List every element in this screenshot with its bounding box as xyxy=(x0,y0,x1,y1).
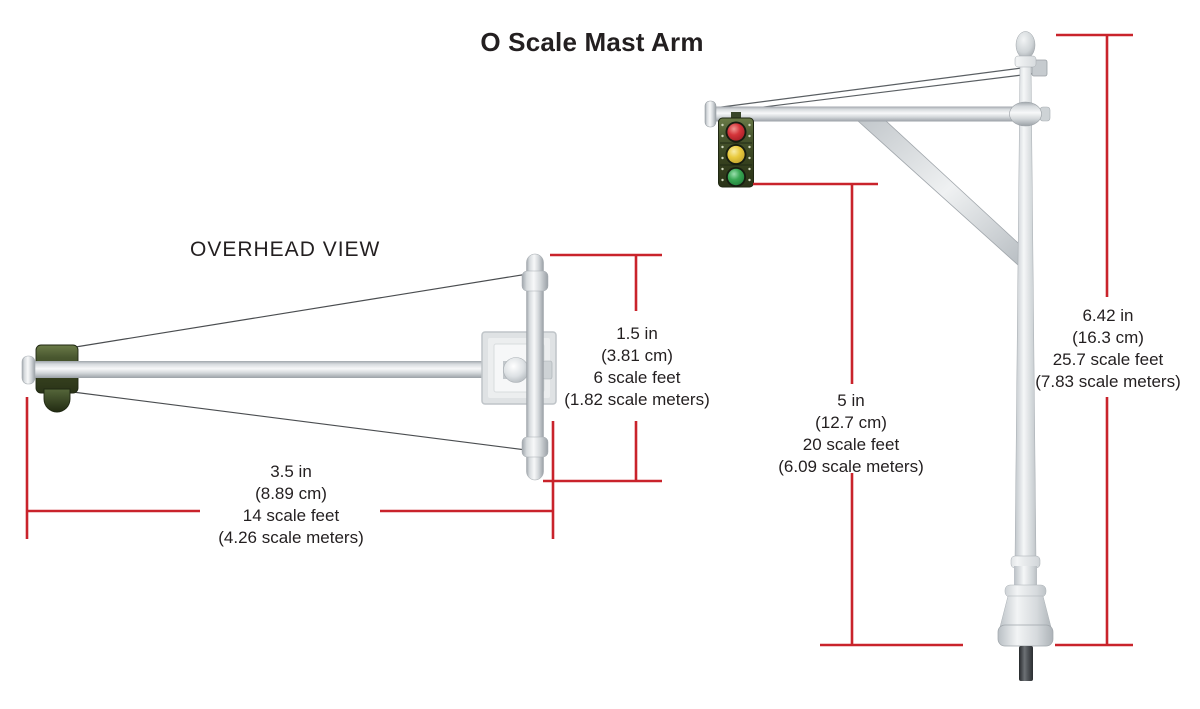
mounting-peg xyxy=(1019,646,1033,681)
dimension-text-line: 5 in xyxy=(837,391,865,410)
side-arm-end-cap xyxy=(704,100,717,128)
dimension-text-line: (1.82 scale meters) xyxy=(564,390,710,409)
arm-length-dimension-label: 3.5 in (8.89 cm) 14 scale feet (4.26 sca… xyxy=(218,461,364,549)
red-light xyxy=(727,123,745,141)
traffic-signal xyxy=(718,112,754,188)
overhead-mast-arm-tube xyxy=(28,361,508,378)
dimension-text-line: (3.81 cm) xyxy=(601,346,673,365)
dimension-text-line: 1.5 in xyxy=(616,324,658,343)
crossbar-width-dimension-label: 1.5 in (3.81 cm) 6 scale feet (1.82 scal… xyxy=(564,323,710,411)
finial-collar xyxy=(1014,55,1037,68)
overall-height-dimension-label: 6.42 in (16.3 cm) 25.7 scale feet (7.83 … xyxy=(1035,305,1181,393)
dimension-text-line: (6.09 scale meters) xyxy=(778,457,924,476)
dimension-text-line: (4.26 scale meters) xyxy=(218,528,364,547)
pole-finial xyxy=(1015,31,1036,59)
overhead-crossbar xyxy=(521,253,549,481)
dimension-text-line: (7.83 scale meters) xyxy=(1035,372,1181,391)
dimension-text-line: (12.7 cm) xyxy=(815,413,887,432)
overhead-view-label: OVERHEAD VIEW xyxy=(190,238,381,261)
dimension-text-line: (8.89 cm) xyxy=(255,484,327,503)
dimension-text-line: 3.5 in xyxy=(270,462,312,481)
dimension-text-line: 14 scale feet xyxy=(242,506,340,525)
signal-height-dimension-label: 5 in (12.7 cm) 20 scale feet (6.09 scale… xyxy=(778,390,924,478)
overhead-guy-wires xyxy=(56,272,535,452)
dimension-text-line: 6 scale feet xyxy=(593,368,681,387)
side-mast-arm-tube xyxy=(710,106,1020,122)
dim-lines-arm-length xyxy=(25,397,555,539)
side-view-drawing xyxy=(704,31,1054,681)
dimension-text-line: (16.3 cm) xyxy=(1072,328,1144,347)
overhead-view-drawing xyxy=(21,253,557,481)
overhead-swivel-joint xyxy=(503,357,553,383)
pole-base-pedestal xyxy=(997,555,1054,681)
dim-lines-overall-height xyxy=(1055,33,1133,647)
overhead-signal-head xyxy=(35,344,79,413)
signal-hanger xyxy=(731,112,741,120)
dim-lines-signal-height xyxy=(753,182,963,647)
arm-pole-joint xyxy=(1009,101,1051,127)
dimension-text-line: 6.42 in xyxy=(1082,306,1134,325)
yellow-light xyxy=(727,145,745,164)
overhead-arm-end-cap xyxy=(21,355,36,385)
dimension-text-line: 25.7 scale feet xyxy=(1052,350,1164,369)
diagram-title: O Scale Mast Arm xyxy=(480,27,704,57)
dimension-text-line: 20 scale feet xyxy=(802,435,900,454)
mast-pole xyxy=(1014,63,1037,561)
dim-lines-crossbar-width xyxy=(543,253,662,483)
mast-arm-brace xyxy=(857,120,1031,266)
signal-rivets xyxy=(721,123,751,182)
side-guy-wires xyxy=(713,65,1039,114)
green-light xyxy=(727,168,745,186)
